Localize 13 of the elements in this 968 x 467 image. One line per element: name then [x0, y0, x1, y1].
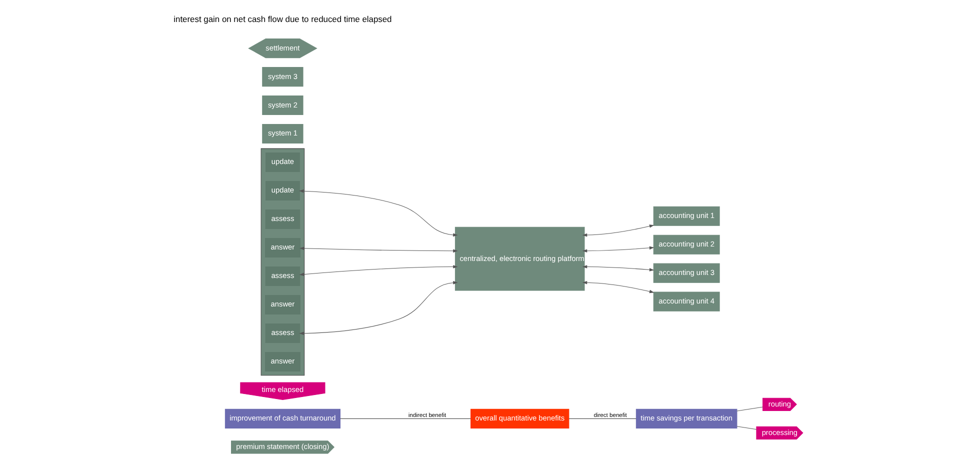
- arrow: [298, 265, 458, 276]
- arrow: [298, 246, 458, 253]
- connector: [339, 418, 470, 419]
- arrow: [582, 280, 654, 294]
- arrow: [582, 265, 654, 272]
- arrow: [298, 281, 458, 336]
- connector: [736, 426, 756, 430]
- connector: [736, 406, 762, 412]
- label: interest gain on net cash flow due to reduced time elapsed: [173, 14, 392, 24]
- arrow: [298, 189, 458, 237]
- connector: [568, 418, 636, 419]
- arrow: [582, 246, 654, 253]
- arrow: [582, 224, 654, 237]
